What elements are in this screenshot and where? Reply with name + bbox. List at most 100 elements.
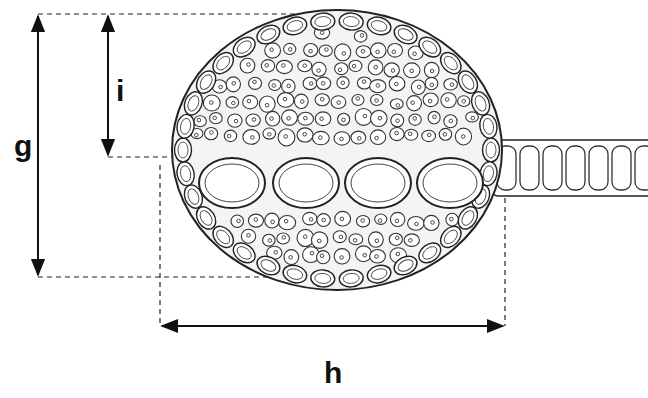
filament: [492, 140, 648, 196]
epidermal-wall: [281, 14, 309, 37]
epidermal-wall: [175, 113, 196, 140]
nucleus: [268, 239, 272, 243]
epidermal-cell: [281, 263, 309, 286]
epidermal-wall: [310, 269, 335, 288]
epidermal-wall: [230, 239, 259, 267]
nucleus: [288, 48, 292, 52]
nucleus: [431, 221, 435, 225]
epidermal-wall: [230, 33, 259, 61]
nucleus: [320, 117, 324, 121]
nucleus: [237, 219, 241, 223]
nucleus: [375, 136, 379, 140]
mesophyll-cell: [265, 43, 281, 58]
mesophyll-cell: [370, 249, 386, 262]
mesophyll-cell: [266, 111, 280, 126]
mesophyll-cell: [428, 111, 440, 124]
section-outline: [172, 10, 502, 290]
nucleus: [340, 217, 344, 221]
nucleus: [357, 137, 361, 141]
nucleus: [408, 132, 412, 136]
nucleus: [375, 255, 379, 259]
epidermal-lumen: [314, 16, 331, 27]
nucleus: [375, 239, 379, 243]
mesophyll-cell: [205, 127, 218, 139]
epidermal-lumen: [286, 19, 304, 33]
nucleus: [284, 135, 288, 139]
epidermal-cell: [281, 14, 309, 37]
epidermal-lumen: [259, 257, 278, 273]
mesophyll-cell: [203, 95, 220, 111]
nucleus: [303, 132, 307, 136]
nucleus: [363, 114, 367, 118]
large-cell: [273, 158, 339, 208]
nucleus: [410, 69, 414, 73]
mesophyll-cell: [298, 112, 314, 125]
filament-cell: [520, 146, 539, 190]
mesophyll-cell: [388, 44, 403, 58]
mesophyll-cell: [458, 96, 470, 107]
mesophyll-cell: [249, 77, 262, 89]
filament-cell: [566, 146, 585, 190]
dimension-label: g: [12, 131, 34, 161]
nucleus: [265, 103, 269, 107]
nucleus: [443, 133, 447, 137]
mesophyll-cell: [240, 58, 255, 73]
mesophyll-cell: [210, 113, 223, 124]
nucleus: [271, 220, 275, 224]
epidermal-lumen: [442, 228, 460, 247]
epidermal-wall: [483, 138, 500, 162]
mesophyll-cell: [228, 114, 242, 127]
epidermal-wall: [391, 253, 420, 279]
epidermal-wall: [468, 89, 493, 118]
mesophyll-cell: [390, 99, 403, 109]
nucleus: [254, 218, 258, 222]
epidermal-wall: [175, 160, 196, 187]
mesophyll-cell: [441, 93, 456, 108]
large-cell-lumen: [205, 164, 259, 202]
nucleus: [317, 69, 321, 73]
nucleus: [396, 252, 400, 256]
nucleus: [252, 118, 256, 122]
nucleus: [227, 134, 231, 138]
epidermal-lumen: [482, 165, 495, 183]
nucleus: [339, 235, 343, 239]
nucleus: [417, 85, 421, 89]
mesophyll-cell: [334, 132, 350, 145]
mesophyll-cell: [304, 44, 318, 57]
nucleus: [325, 48, 329, 52]
mesophyll-cell: [248, 214, 263, 227]
mesophyll-cell: [312, 131, 329, 144]
nucleus: [433, 115, 437, 119]
epidermal-cell: [483, 138, 500, 162]
mesophyll-cell: [352, 94, 364, 105]
nucleus: [360, 34, 364, 38]
mesophyll-cell: [263, 128, 276, 139]
mesophyll-cell: [261, 60, 274, 72]
nucleus: [353, 239, 357, 243]
nucleus: [283, 97, 287, 101]
epidermal-lumen: [420, 38, 439, 56]
mesophyll-cell: [194, 116, 206, 127]
nucleus: [376, 84, 380, 88]
nucleus: [362, 80, 366, 84]
epidermal-lumen: [486, 142, 496, 158]
nucleus: [391, 69, 395, 73]
mesophyll-cell: [466, 112, 479, 122]
large-cell-lumen: [351, 164, 405, 202]
mesophyll-cell: [277, 233, 290, 244]
nucleus: [253, 80, 257, 84]
nucleus: [394, 82, 398, 86]
mesophyll-cell: [349, 234, 363, 245]
mesophyll-cell: [371, 110, 388, 126]
cell-tissue: [172, 10, 648, 290]
nucleus: [309, 49, 313, 53]
epidermal-cell: [338, 269, 363, 288]
mesophyll-cell: [298, 60, 312, 72]
mesophyll-cell: [390, 212, 404, 226]
nucleus: [378, 116, 382, 120]
mesophyll-cell: [246, 114, 260, 126]
mesophyll-cell: [276, 60, 292, 73]
mesophyll-cell: [370, 130, 385, 145]
epidermal-cell: [310, 12, 335, 31]
